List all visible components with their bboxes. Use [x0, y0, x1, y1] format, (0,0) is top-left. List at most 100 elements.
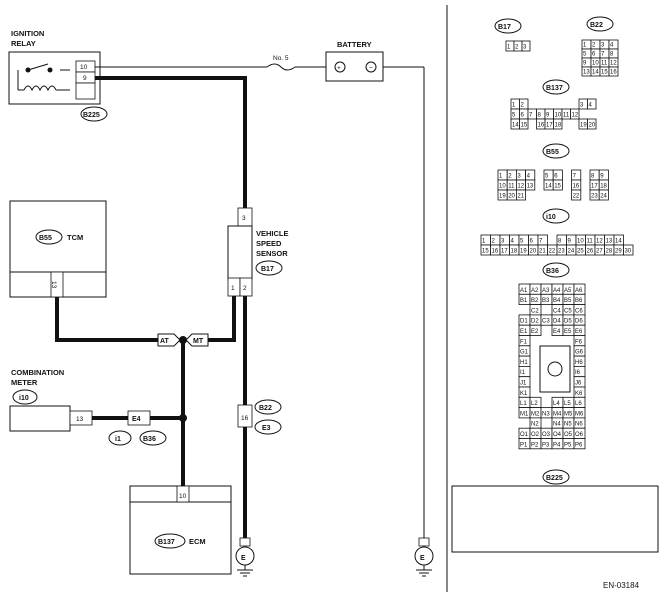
view-pin-b55: 24 — [600, 194, 607, 200]
view-pin-b36: B4 — [553, 298, 561, 304]
connector-tag-b22 — [254, 399, 282, 415]
view-pin-b36: J1 — [520, 381, 527, 387]
view-pin-b55: 15 — [554, 184, 561, 190]
view-pin-b36: D4 — [553, 319, 561, 325]
view-pin-b22: 7 — [601, 52, 605, 58]
view-pin-b36: M4 — [553, 411, 562, 417]
view-pin-b36: C2 — [531, 308, 539, 314]
view-pin-b137: 20 — [589, 123, 596, 129]
vss-label-2: SPEED — [256, 239, 282, 248]
view-pin-b17: 3 — [523, 45, 527, 51]
view-pin-b137: 11 — [563, 113, 570, 119]
view-tag-b17 — [494, 18, 522, 34]
view-pin-b137: 16 — [538, 123, 545, 129]
connector-tag-i10 — [12, 389, 38, 405]
view-pin-b55: 4 — [527, 174, 531, 180]
view-pin-b36: O1 — [520, 432, 529, 438]
view-pin-i10: 13 — [606, 239, 613, 245]
view-pin-b17: 1 — [507, 45, 511, 51]
view-pin-b36: B3 — [542, 298, 550, 304]
view-pin-b22: 6 — [592, 52, 596, 58]
view-pin-b36: B5 — [564, 298, 572, 304]
view-pin-b55: 5 — [545, 174, 549, 180]
view-pin-b36: E4 — [553, 329, 561, 335]
view-pin-i10: 2 — [492, 239, 496, 245]
vss-pin-3-label: 3 — [242, 215, 246, 222]
view-pin-b55: 2 — [508, 174, 512, 180]
view-pin-i10: 17 — [501, 249, 508, 255]
view-pin-i10: 1 — [482, 239, 486, 245]
ignition-relay-label-1: IGNITION — [11, 29, 44, 38]
tcm-label: TCM — [67, 233, 83, 242]
ecm-pin-10 — [176, 485, 190, 503]
view-cell-b36 — [529, 324, 542, 336]
view-pin-b36: J6 — [575, 381, 582, 387]
view-pin-b36: F6 — [575, 339, 583, 345]
view-pin-b55: 10 — [499, 184, 506, 190]
tcm-pin-13-label: 13 — [50, 281, 57, 289]
view-tag-i10 — [542, 208, 570, 224]
view-pin-i10: 30 — [625, 249, 632, 255]
view-pin-b36: A6 — [575, 288, 583, 294]
meter-body — [9, 405, 71, 432]
view-pin-b55: 8 — [591, 174, 595, 180]
fuse-label: No. 5 — [273, 55, 289, 62]
view-pin-i10: 19 — [520, 249, 527, 255]
view-pin-i10: 25 — [577, 249, 584, 255]
view-pin-b22: 8 — [610, 52, 614, 58]
at-label: AT — [160, 338, 170, 345]
view-pin-i10: 7 — [539, 239, 543, 245]
view-pin-i10: 29 — [615, 249, 622, 255]
view-pin-b36: H6 — [575, 360, 583, 366]
view-pin-b22: 3 — [601, 43, 605, 49]
view-title-b55: B55 — [546, 149, 559, 156]
view-pin-b22: 10 — [592, 61, 599, 67]
view-pin-i10: 9 — [568, 239, 572, 245]
view-pin-b36: E6 — [575, 329, 583, 335]
view-pin-b36: C5 — [564, 308, 572, 314]
view-pin-b55: 13 — [527, 184, 534, 190]
view-pin-b55: 17 — [591, 184, 598, 190]
view-pin-b36: P3 — [542, 442, 550, 448]
view-pin-b55: 20 — [508, 194, 515, 200]
view-pin-i10: 10 — [577, 239, 584, 245]
view-pin-b36: K6 — [575, 391, 583, 397]
view-pin-i10: 26 — [587, 249, 594, 255]
view-pin-b137: 3 — [580, 103, 584, 109]
battery-label: BATTERY — [337, 40, 372, 49]
view-pin-b22: 15 — [601, 70, 608, 76]
view-pin-b36: K1 — [520, 391, 528, 397]
view-pin-i10: 16 — [492, 249, 499, 255]
view-cell-b55 — [516, 189, 527, 201]
view-pin-b55: 14 — [545, 184, 552, 190]
view-pin-i10: 14 — [615, 239, 622, 245]
view-pin-b36: E5 — [564, 329, 572, 335]
view-title-b36: B36 — [546, 268, 559, 275]
view-pin-b36: O5 — [564, 432, 573, 438]
relay-pin-10-label: 10 — [80, 64, 88, 71]
view-pin-b55: 21 — [517, 194, 524, 200]
vehicle-speed-sensor: 3 1 2 VEHICLE SPEED SENSOR B17 — [227, 207, 289, 297]
connector-i10-label: i10 — [19, 395, 29, 402]
vss-body — [227, 225, 253, 281]
view-pin-b137: 19 — [580, 123, 587, 129]
connector-tag-b225 — [80, 106, 108, 122]
view-pin-b36: D5 — [564, 319, 572, 325]
view-pin-b36: P2 — [531, 442, 539, 448]
view-pin-b22: 14 — [592, 70, 599, 76]
view-pin-b36: A3 — [542, 288, 550, 294]
view-pin-b137: 5 — [512, 113, 516, 119]
view-title-b225: B225 — [546, 475, 563, 482]
meter-label-1: COMBINATION — [11, 368, 64, 377]
view-pin-b137: 12 — [572, 113, 579, 119]
ecm-label: ECM — [189, 537, 206, 546]
view-pin-b36: P4 — [553, 442, 561, 448]
view-cell-b137 — [587, 118, 597, 130]
view-pin-b55: 6 — [554, 174, 558, 180]
view-pin-b137: 2 — [521, 103, 525, 109]
ignition-relay: IGNITION RELAY 10 9 B225 — [8, 29, 108, 122]
ignition-relay-label-2: RELAY — [11, 39, 36, 48]
view-pin-b36: D2 — [531, 319, 539, 325]
view-cell-b55 — [525, 179, 536, 191]
view-pin-b22: 1 — [583, 43, 587, 49]
